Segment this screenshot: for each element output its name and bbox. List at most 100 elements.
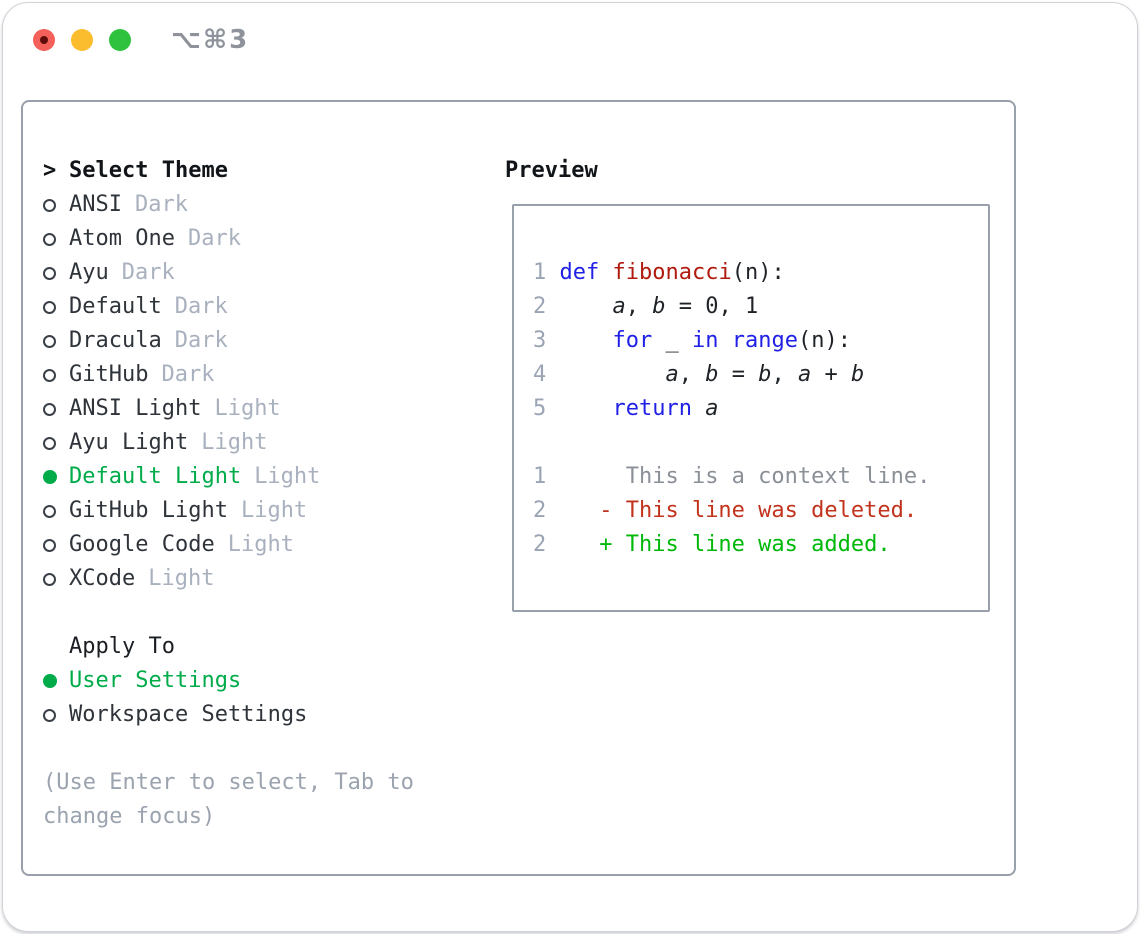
code-segment-ctx: This is a context line. [546,464,931,489]
code-segment-var: b [705,362,719,387]
code-segment-plain [546,328,612,353]
apply-option-workspace-settings[interactable]: Workspace Settings [43,698,414,732]
titlebar: ⌥⌘3 [3,3,1137,75]
select-theme-header-label: Select Theme [69,158,228,183]
code-segment-del: - This line was deleted. [546,498,918,523]
theme-option-dracula-dark[interactable]: Dracula Dark [43,324,414,358]
theme-variant: Light [201,430,268,455]
radio-icon [43,198,69,212]
apply-option-label: Workspace Settings [69,702,308,727]
zoom-button[interactable] [109,29,131,51]
code-line: 5 return a [533,392,930,426]
keyboard-hint: (Use Enter to select, Tab to change focu… [43,766,414,834]
theme-option-default-dark[interactable]: Default Dark [43,290,414,324]
line-number: 2 [533,532,547,557]
section-gap-2 [43,732,414,766]
radio-icon [43,708,69,722]
code-segment-plain: (n): [797,328,851,353]
theme-option-ayu-light-light[interactable]: Ayu Light Light [43,426,414,460]
theme-name: Dracula [69,328,162,353]
code-segment-kw: range [731,328,798,353]
theme-name: XCode [69,566,136,591]
theme-option-ansi-dark[interactable]: ANSI Dark [43,188,414,222]
code-segment-plain [692,396,705,421]
code-segment-var: a [665,362,679,387]
theme-option-github-dark[interactable]: GitHub Dark [43,358,414,392]
code-line: 1 def fibonacci(n): [533,256,930,290]
code-segment-plain: + [811,362,851,387]
code-segment-add: + This line was added. [546,532,891,557]
code-line: 3 for _ in range(n): [533,324,930,358]
theme-variant: Light [240,498,308,523]
apply-to-header-label: Apply To [69,634,175,659]
theme-name: Default [69,294,162,319]
preview-code: 1 def fibonacci(n): 2 a, b = 0, 1 3 for _ … [533,256,930,562]
code-segment-plain: , [625,294,653,319]
selected-radio-icon [43,470,69,484]
code-segment-kw: in [691,328,719,353]
radio-icon [43,436,69,450]
theme-variant: Dark [174,328,228,353]
line-number: 5 [533,396,547,421]
line-number: 1 [533,464,547,489]
code-segment-plain: , [771,362,798,387]
code-segment-var: a [797,362,812,387]
theme-option-xcode-light[interactable]: XCode Light [43,562,414,596]
theme-variant: Dark [121,260,175,285]
section-gap [43,596,414,630]
theme-name: GitHub [69,362,149,387]
theme-option-atom-one-dark[interactable]: Atom One Dark [43,222,414,256]
code-line: 2 + This line was added. [533,528,930,562]
code-segment-var: b [758,362,772,387]
theme-variant: Light [254,464,321,489]
theme-name: ANSI [69,192,122,217]
line-number: 1 [533,260,547,285]
close-button[interactable] [33,29,55,51]
apply-option-user-settings[interactable]: User Settings [43,664,414,698]
code-segment-var: b [850,362,865,387]
theme-variant: Dark [134,192,188,217]
radio-icon [43,300,69,314]
code-segment-kw: def [559,260,600,285]
radio-icon [43,402,69,416]
code-line: 4 a, b = b, a + b [533,358,930,392]
hint-line-2: change focus) [43,804,216,829]
code-segment-plain [546,260,559,285]
theme-option-ayu-dark[interactable]: Ayu Dark [43,256,414,290]
line-number: 2 [533,498,547,523]
theme-variant: Dark [174,294,228,319]
line-number: 3 [533,328,547,353]
theme-variant: Dark [187,226,241,251]
preview-box: 1 def fibonacci(n): 2 a, b = 0, 1 3 for _ … [512,204,990,612]
radio-icon [43,266,69,280]
window-shortcut-label: ⌥⌘3 [171,25,250,55]
code-segment-plain [546,396,612,421]
code-segment-plain: = [718,362,759,387]
theme-name: Atom One [69,226,175,251]
theme-variant: Dark [161,362,215,387]
theme-name: Ayu [69,260,109,285]
code-segment-var: a [705,396,719,421]
radio-icon [43,538,69,552]
apply-to-header: Apply To [43,630,414,664]
code-segment-plain [546,362,665,387]
theme-variant: Light [227,532,294,557]
selected-radio-icon [43,674,69,688]
theme-variant: Light [148,566,215,591]
theme-name: Ayu Light [69,430,189,455]
hint-line-1: (Use Enter to select, Tab to [43,770,414,795]
code-segment-plain [718,328,731,353]
minimize-button[interactable] [71,29,93,51]
radio-icon [43,334,69,348]
radio-icon [43,368,69,382]
code-segment-plain: = 0, 1 [665,294,759,319]
select-theme-header: >Select Theme [43,154,414,188]
